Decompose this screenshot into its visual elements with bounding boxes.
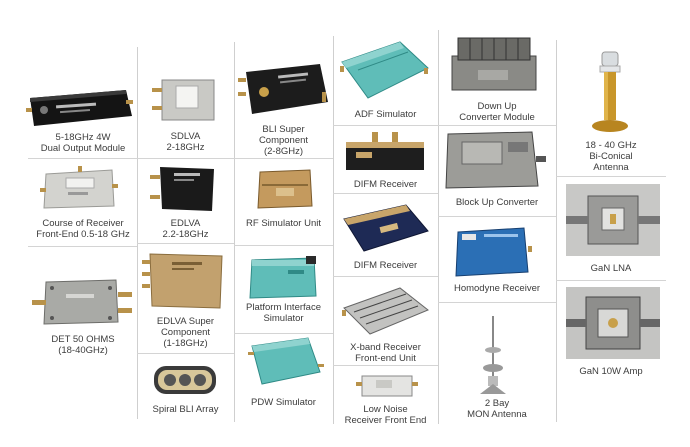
caption-line: EDLVA [170,218,201,229]
caption-line: Spiral BLI Array [152,404,219,415]
caption-line: GaN 10W Amp [579,366,643,377]
row-divider [438,125,556,126]
caption-line: DET 50 OHMS [51,334,115,345]
row-divider [556,176,666,177]
caption-line: ADF Simulator [354,109,417,120]
module-photo-icon [238,64,328,114]
caption-line: 2.2-18GHz [162,229,209,240]
caption-line: GaN LNA [590,263,632,274]
caption-line: Low Noise [363,404,408,415]
caption-line: Platform Interface [246,302,321,313]
caption-line: RF Simulator Unit [246,218,321,229]
caption-line: Converter Module [459,112,535,123]
column-divider [137,47,138,419]
module-photo-icon [346,132,424,170]
antenna-photo-icon [592,51,628,132]
module-photo-icon [342,287,429,335]
row-divider [556,280,666,281]
row-divider [234,158,333,159]
row-divider [137,243,234,244]
module-photo-icon [445,131,546,189]
caption-line: Front-End 0.5-18 GHz [36,229,130,240]
caption-line: EDLVA Super [156,316,215,327]
caption-line: Down Up [477,101,517,112]
caption-line: SDLVA [170,131,201,142]
module-photo-icon [356,375,418,397]
column-divider [234,42,235,422]
caption-line: Component [160,327,211,338]
module-photo-icon [249,256,317,299]
row-divider [333,193,438,194]
caption-line: Receiver Front End [344,415,427,426]
amplifier-photo-icon [566,287,660,359]
caption-line: 2-18GHz [166,142,205,153]
caption-line: Bi-Conical [589,151,633,162]
module-photo-icon [340,41,429,99]
module-photo-icon [451,37,537,91]
caption-line: Block Up Converter [455,197,539,208]
caption-line: DIFM Receiver [353,260,418,271]
row-divider [438,302,556,303]
column-divider [333,36,334,424]
row-divider [137,353,234,354]
module-photo-icon [40,166,118,209]
caption-line: X-band Receiver [350,342,421,353]
column-divider [556,40,557,422]
caption-line: BLI Super [262,124,305,135]
caption-line: PDW Simulator [251,397,316,408]
row-divider [333,276,438,277]
row-divider [28,158,137,159]
module-photo-icon [152,79,215,121]
caption-line: Simulator [263,313,304,324]
caption-line: Homodyne Receiver [453,283,541,294]
caption-line: (2-8GHz) [263,146,304,157]
module-photo-icon [154,366,216,394]
caption-line: Course of Receiver [42,218,124,229]
antenna-photo-icon [480,316,506,394]
module-photo-icon [248,337,324,385]
caption-line: 18 - 40 GHz [585,140,637,151]
row-divider [28,246,137,247]
row-divider [234,245,333,246]
caption-line: 5-18GHz 4W [55,132,111,143]
caption-line: MON Antenna [467,409,527,420]
column-divider [438,30,439,424]
caption-line: Component [258,135,309,146]
caption-line: DIFM Receiver [353,179,418,190]
row-divider [234,333,333,334]
caption-line: (1-18GHz) [163,338,208,349]
caption-line: Front-end Unit [355,353,416,364]
module-photo-icon [343,204,429,252]
module-photo-icon [142,253,223,309]
module-photo-icon [32,279,132,325]
module-photo-icon [150,167,214,211]
module-photo-icon [257,169,313,209]
caption-line: Dual Output Module [40,143,126,154]
row-divider [333,125,438,126]
caption-line: (18-40GHz) [58,345,108,356]
row-divider [438,216,556,217]
caption-line: 2 Bay [484,398,510,409]
row-divider [333,365,438,366]
module-photo-icon [455,227,532,277]
module-photo-icon [26,90,133,126]
caption-line: Antenna [593,162,629,173]
amplifier-photo-icon [566,184,660,256]
row-divider [137,158,234,159]
